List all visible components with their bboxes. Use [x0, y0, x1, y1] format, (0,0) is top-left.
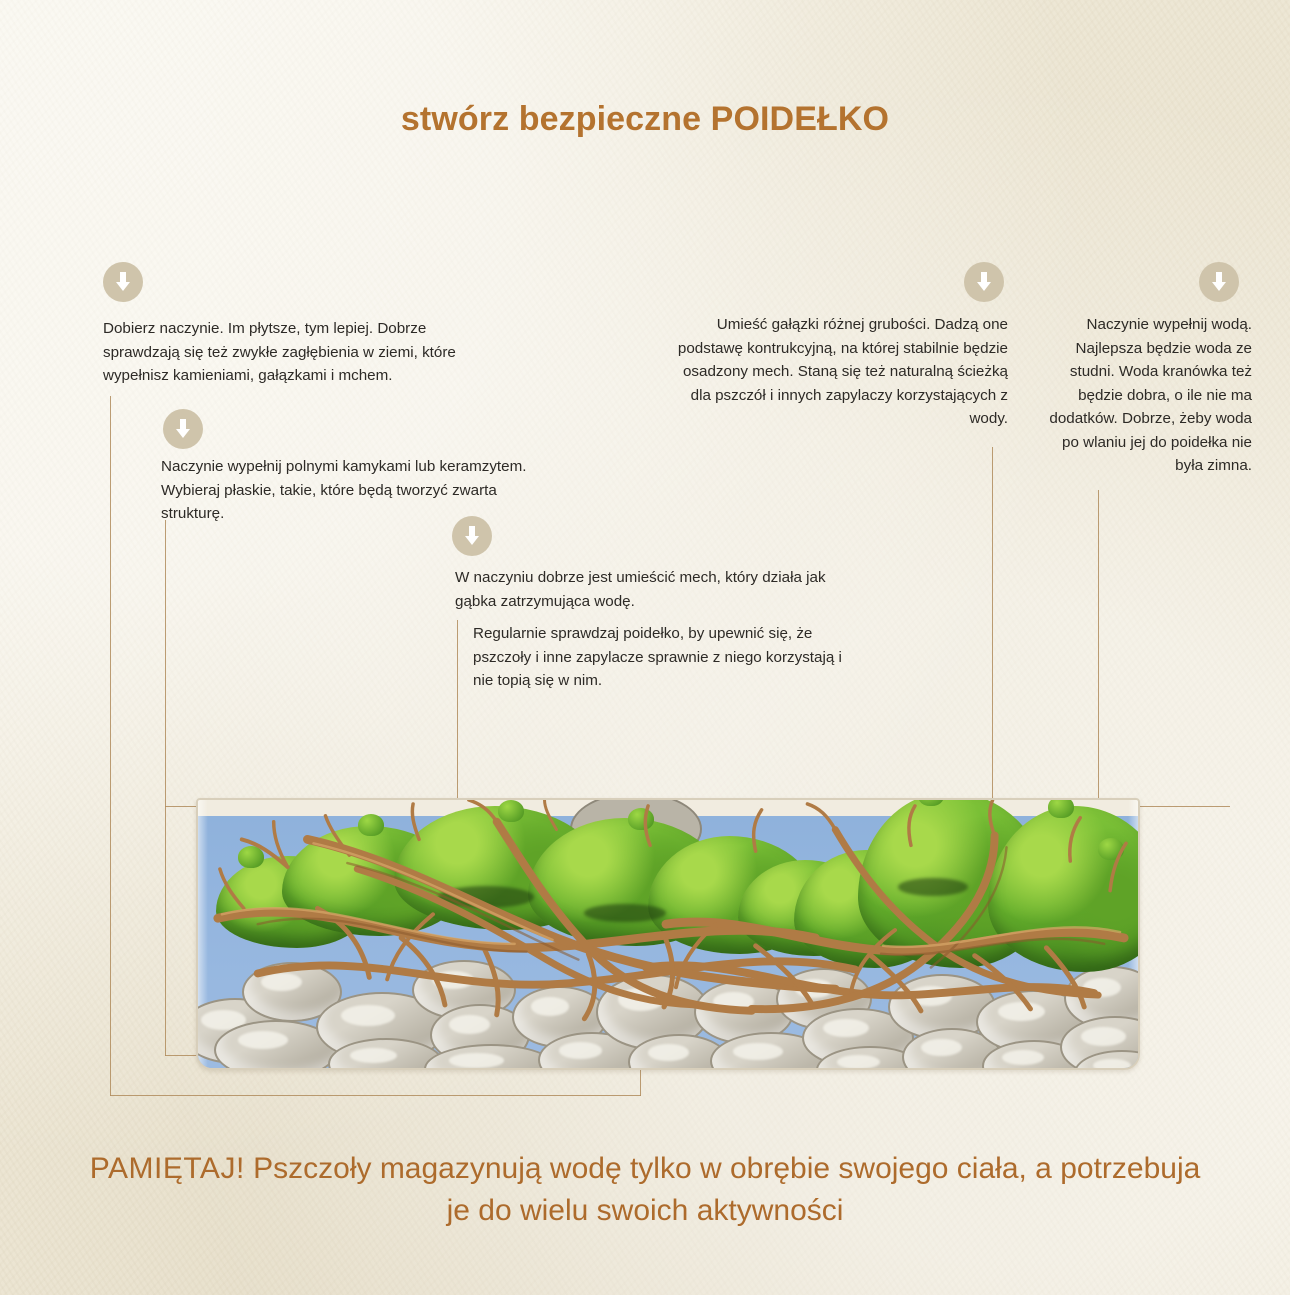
page-title: stwórz bezpieczne POIDEŁKO — [400, 100, 890, 138]
glass-sheen-left — [198, 800, 208, 1068]
moss-tuft — [358, 814, 384, 836]
arrow-down-icon-twigs — [964, 262, 1004, 302]
note-stones-fill: Naczynie wypełnij polnymi kamykami lub k… — [161, 455, 529, 526]
note-moss-placement: W naczyniu dobrze jest umieścić mech, kt… — [455, 566, 855, 613]
arrow-down-icon-stones-fill — [163, 409, 203, 449]
moss-tuft — [918, 800, 944, 806]
note-regular-check: Regularnie sprawdzaj poidełko, by upewni… — [473, 622, 849, 693]
connector-line-stones-fill — [165, 520, 166, 1056]
moss-tuft — [1048, 800, 1074, 818]
branches-layer — [198, 800, 1138, 1068]
note-vessel-choice-text: Dobierz naczynie. Im płytsze, tym lepiej… — [103, 320, 456, 384]
connector-line-moss — [457, 620, 458, 850]
footer-lead: PAMIĘTAJ! — [89, 1152, 245, 1185]
connector-line-water-fill — [1098, 490, 1099, 850]
note-moss-placement-text: W naczyniu dobrze jest umieścić mech, kt… — [455, 569, 826, 610]
note-water-fill-text: Naczynie wypełnij wodą. Najlepsza będzie… — [1049, 316, 1252, 474]
note-twigs: Umieść gałązki różnej grubości. Dadzą on… — [663, 313, 1008, 431]
bee-waterer-illustration — [196, 798, 1140, 1070]
stones-layer — [198, 946, 1138, 1068]
moss-layer — [198, 800, 1138, 980]
moss-tuft — [1098, 838, 1124, 860]
footer-body: Pszczoły magazynują wodę tylko w obrębie… — [253, 1152, 1201, 1227]
note-stones-fill-text: Naczynie wypełnij polnymi kamykami lub k… — [161, 458, 527, 522]
note-water-fill: Naczynie wypełnij wodą. Najlepsza będzie… — [1030, 313, 1252, 478]
connector-line-vessel-choice-end — [640, 1060, 641, 1096]
arrow-down-icon-moss — [452, 516, 492, 556]
moss-tuft — [238, 846, 264, 868]
note-regular-check-text: Regularnie sprawdzaj poidełko, by upewni… — [473, 625, 842, 689]
note-vessel-choice: Dobierz naczynie. Im płytsze, tym lepiej… — [103, 317, 485, 388]
moss-tuft — [498, 800, 524, 822]
connector-line-twigs — [992, 447, 993, 847]
moss-clump — [988, 806, 1138, 972]
footer-reminder: PAMIĘTAJ! Pszczoły magazynują wodę tylko… — [80, 1148, 1210, 1232]
connector-line-vessel-choice — [110, 396, 111, 1096]
moss-shadow — [584, 904, 666, 922]
moss-shadow — [898, 878, 968, 896]
arrow-down-icon-vessel-choice — [103, 262, 143, 302]
arrow-down-icon-water-fill — [1199, 262, 1239, 302]
connector-line-vessel-choice-base — [110, 1095, 641, 1096]
vessel-container — [196, 798, 1140, 1070]
note-twigs-text: Umieść gałązki różnej grubości. Dadzą on… — [677, 316, 1008, 427]
